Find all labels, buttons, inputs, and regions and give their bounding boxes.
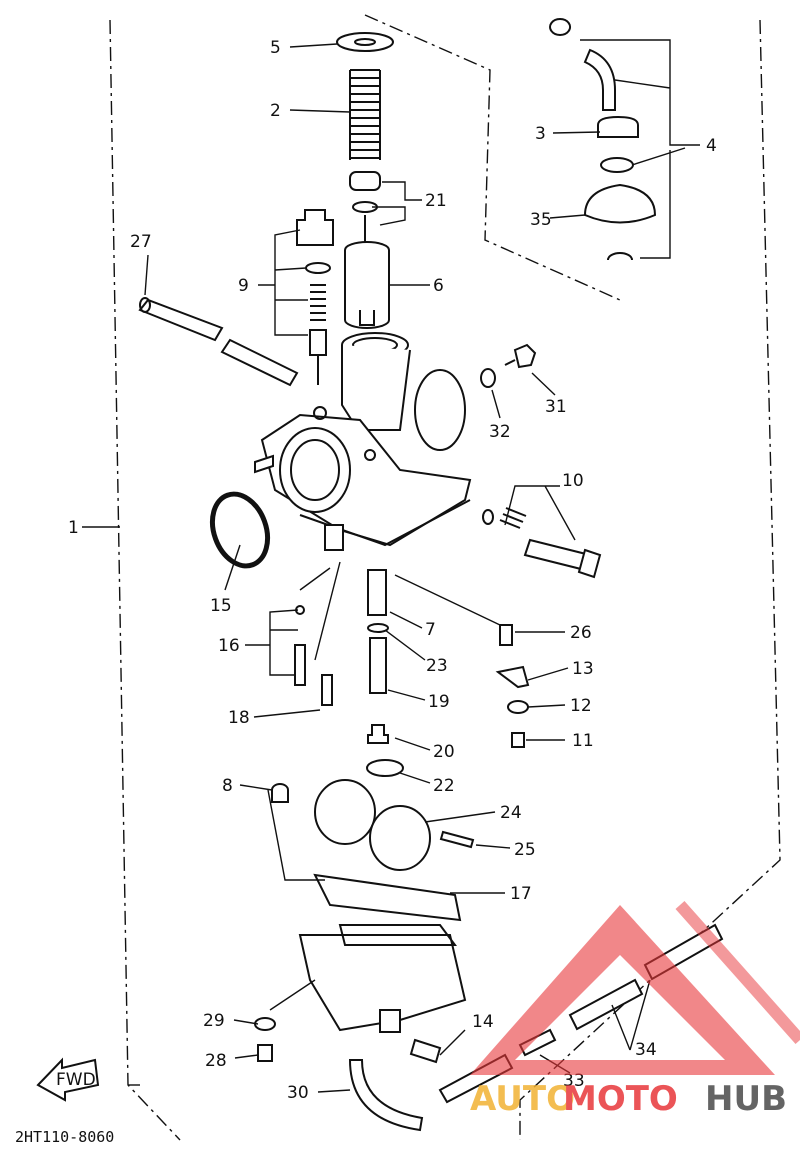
watermark-text-moto: MOTO — [563, 1079, 678, 1119]
label-20: 20 — [433, 742, 455, 762]
label-4: 4 — [706, 136, 717, 156]
part-labels: 1 2 3 4 5 6 7 8 9 10 11 12 13 14 15 16 1… — [68, 38, 717, 1103]
part-needle-clip — [349, 171, 381, 245]
label-10: 10 — [562, 471, 584, 491]
label-1: 1 — [68, 518, 79, 538]
part-throttle-stop-screw — [482, 507, 602, 579]
part-washer-top — [336, 32, 394, 52]
fwd-label: FWD — [56, 1070, 96, 1090]
assembly-boundary — [109, 14, 781, 1141]
label-33: 33 — [563, 1071, 585, 1091]
label-9: 9 — [238, 276, 249, 296]
label-16: 16 — [218, 636, 240, 656]
label-13: 13 — [572, 659, 594, 679]
label-2: 2 — [270, 101, 281, 121]
label-24: 24 — [500, 803, 522, 823]
label-3: 3 — [535, 124, 546, 144]
part-float-bowl — [254, 873, 467, 1064]
part-throttle-valve — [344, 241, 390, 329]
label-7: 7 — [425, 620, 436, 640]
label-19: 19 — [428, 692, 450, 712]
label-35: 35 — [530, 210, 552, 230]
label-28: 28 — [205, 1051, 227, 1071]
part-top-cap-group — [549, 18, 657, 261]
label-17: 17 — [510, 884, 532, 904]
part-o-ring — [209, 491, 271, 569]
part-air-vent-tube — [138, 297, 299, 387]
label-34: 34 — [635, 1040, 657, 1060]
label-6: 6 — [433, 276, 444, 296]
leader-lines — [82, 39, 700, 1093]
part-carburetor-body — [254, 332, 472, 551]
label-23: 23 — [426, 656, 448, 676]
label-18: 18 — [228, 708, 250, 728]
label-29: 29 — [203, 1011, 225, 1031]
label-30: 30 — [287, 1083, 309, 1103]
part-throttle-spring — [349, 69, 381, 160]
label-25: 25 — [514, 840, 536, 860]
fwd-arrow-icon — [36, 1057, 100, 1102]
watermark-logo: AUTO MOTO HUB — [470, 901, 800, 1119]
part-screw-washer-31-32 — [480, 343, 537, 388]
part-floats — [271, 779, 475, 871]
label-12: 12 — [570, 696, 592, 716]
label-22: 22 — [433, 776, 455, 796]
watermark-triangle-icon — [470, 905, 775, 1075]
label-26: 26 — [570, 623, 592, 643]
label-21: 21 — [425, 191, 447, 211]
part-pilot-screw-set — [296, 209, 334, 385]
label-32: 32 — [489, 422, 511, 442]
label-27: 27 — [130, 232, 152, 252]
watermark-text-hub: HUB — [705, 1079, 787, 1119]
label-15: 15 — [210, 596, 232, 616]
label-14: 14 — [472, 1012, 494, 1032]
watermark-text-auto: AUTO — [470, 1079, 575, 1119]
label-5: 5 — [270, 38, 281, 58]
label-11: 11 — [572, 731, 594, 751]
drawing-code: 2HT110-8060 — [15, 1128, 114, 1146]
label-31: 31 — [545, 397, 567, 417]
part-jets-and-needle — [294, 569, 530, 777]
label-8: 8 — [222, 776, 233, 796]
